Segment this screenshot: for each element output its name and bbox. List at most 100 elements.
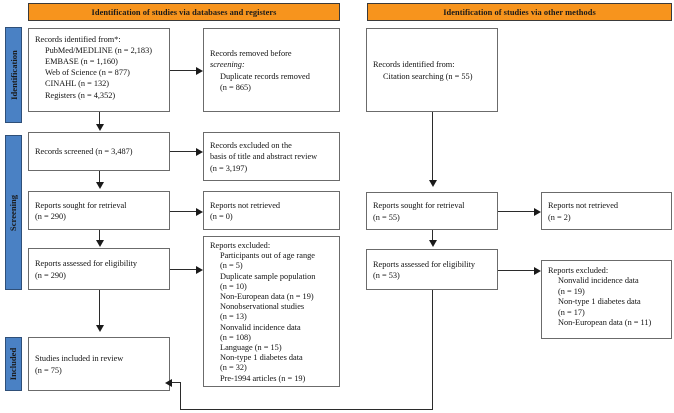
exclusion-reason-language: Language (n = 15) [220, 343, 282, 353]
box-studies-included-in-review: Studies included in review (n = 75) [28, 337, 170, 391]
right-reports-sought-line2: (n = 55) [373, 212, 400, 222]
arrowhead-identified-to-removed [196, 66, 203, 75]
stage-bar-included: Included [5, 337, 22, 391]
right-reports-not-retrieved-line2: (n = 2) [548, 212, 571, 222]
arrow-line-citation-to-sought [432, 112, 433, 180]
arrowhead-assessed-to-included [95, 325, 104, 332]
right-exclusion-reason-non-european: Non-European data (n = 11) [558, 318, 652, 328]
arrow-line-into-studies-included [172, 382, 181, 383]
arrow-line-right-sought-to-not-retrieved [498, 211, 534, 212]
arrow-line-assessed-to-excluded [170, 269, 196, 270]
stage-bar-screening: Screening [5, 135, 22, 290]
exclusion-count-nonobservational: (n = 13) [220, 312, 247, 322]
exclusion-reason-duplicate-sample: Duplicate sample population [220, 271, 316, 281]
studies-included-line1: Studies included in review [35, 354, 124, 364]
arrow-line-identified-to-screened [99, 112, 100, 125]
arrow-line-screened-to-excluded [170, 151, 196, 152]
box-right-reports-sought-retrieval: Reports sought for retrieval (n = 55) [366, 192, 498, 230]
source-cinahl: CINAHL (n = 132) [45, 79, 110, 89]
header-bar-other-methods: Identification of studies via other meth… [367, 3, 672, 21]
box-records-identified-databases: Records identified from*: PubMed/MEDLINE… [28, 28, 170, 112]
arrowhead-into-studies-included [165, 378, 172, 387]
right-exclusion-reason-nonvalid-incidence: Nonvalid incidence data [558, 276, 639, 286]
box-reports-excluded: Reports excluded: Participants out of ag… [203, 236, 340, 387]
exclusion-reason-nonobservational: Nonobservational studies [220, 302, 305, 312]
box-records-excluded: Records excluded on the basis of title a… [203, 132, 340, 181]
arrowhead-citation-to-sought [428, 180, 437, 187]
stage-bar-identification: Identification [5, 27, 22, 123]
box-right-reports-not-retrieved: Reports not retrieved (n = 2) [541, 192, 672, 230]
arrowhead-right-sought-to-assessed [428, 240, 437, 247]
arrow-line-sought-to-not-retrieved [170, 211, 196, 212]
records-excluded-line3: (n = 3,197) [210, 163, 248, 173]
right-exclusion-title: Reports excluded: [548, 266, 609, 275]
arrowhead-sought-to-not-retrieved [196, 207, 203, 216]
box-reports-assessed-eligibility: Reports assessed for eligibility (n = 29… [28, 248, 170, 290]
arrow-line-right-assessed-up-to-included [180, 382, 181, 410]
source-embase: EMBASE (n = 1,160) [45, 57, 118, 67]
exclusion-count-age-range: (n = 5) [220, 261, 243, 271]
right-reports-sought-line1: Reports sought for retrieval [373, 201, 465, 211]
box-reports-sought-retrieval: Reports sought for retrieval (n = 290) [28, 191, 170, 230]
exclusion-reason-pre1994: Pre-1994 articles (n = 19) [220, 373, 306, 383]
exclusion-count-nonvalid-incidence: (n = 108) [220, 332, 251, 342]
studies-included-line2: (n = 75) [35, 365, 62, 375]
exclusion-count-duplicate-sample: (n = 10) [220, 281, 247, 291]
exclusion-reason-nonvalid-incidence: Nonvalid incidence data [220, 322, 301, 332]
arrowhead-right-sought-to-not-retrieved [534, 207, 541, 216]
arrow-line-sought-to-assessed [99, 230, 100, 241]
records-excluded-line1: Records excluded on the [210, 141, 292, 151]
exclusion-reason-non-european: Non-European data (n = 19) [220, 292, 314, 302]
source-registers: Registers (n = 4,352) [45, 90, 116, 100]
reports-not-retrieved-line1: Reports not retrieved [210, 200, 281, 210]
box-records-removed-before-screening: Records removed before screening: Duplic… [203, 28, 340, 112]
arrow-line-right-assessed-to-excluded [498, 270, 534, 271]
header-label-right: Identification of studies via other meth… [443, 7, 596, 17]
box-records-screened: Records screened (n = 3,487) [28, 132, 170, 171]
right-reports-assessed-line2: (n = 53) [373, 271, 400, 280]
reports-excluded-title: Reports excluded: [210, 241, 271, 250]
records-screened-line1: Records screened (n = 3,487) [35, 147, 133, 157]
records-identified-title: Records identified from*: [35, 35, 121, 44]
arrowhead-screened-to-excluded [196, 147, 203, 156]
stage-label-screening: Screening [8, 194, 19, 231]
reports-assessed-line1: Reports assessed for eligibility [35, 259, 138, 269]
exclusion-count-non-type1: (n = 32) [220, 363, 247, 373]
records-removed-line2: screening: [210, 60, 245, 70]
arrowhead-screened-to-sought [95, 182, 104, 189]
right-exclusion-count-non-type1: (n = 17) [558, 307, 585, 317]
records-removed-line4: (n = 865) [220, 82, 251, 92]
reports-sought-line1: Reports sought for retrieval [35, 200, 127, 210]
exclusion-reason-age-range: Participants out of age range [220, 251, 315, 261]
arrowhead-right-assessed-to-excluded [534, 266, 541, 275]
arrow-line-identified-to-removed [170, 70, 196, 71]
box-right-reports-excluded: Reports excluded: Nonvalid incidence dat… [541, 260, 672, 339]
arrow-line-right-assessed-down [432, 290, 433, 410]
reports-sought-line2: (n = 290) [35, 212, 66, 221]
source-web-of-science: Web of Science (n = 877) [45, 68, 130, 78]
arrow-line-assessed-to-included [99, 290, 100, 326]
exclusion-reason-non-type1: Non-type 1 diabetes data [220, 353, 303, 363]
arrowhead-sought-to-assessed [95, 240, 104, 247]
box-records-identified-citation: Records identified from: Citation search… [366, 28, 498, 112]
box-reports-not-retrieved: Reports not retrieved (n = 0) [203, 191, 340, 230]
header-bar-databases-registers: Identification of studies via databases … [28, 3, 340, 21]
records-removed-line3: Duplicate records removed [220, 71, 310, 81]
stage-label-identification: Identification [8, 50, 19, 100]
arrow-line-screened-to-sought [99, 171, 100, 183]
box-right-reports-assessed-eligibility: Reports assessed for eligibility (n = 53… [366, 249, 498, 290]
arrowhead-identified-to-screened [95, 124, 104, 131]
records-excluded-line2: basis of title and abstract review [210, 152, 318, 162]
citation-identified-title: Records identified from: [373, 60, 455, 70]
stage-label-included: Included [8, 347, 19, 381]
right-reports-not-retrieved-line1: Reports not retrieved [548, 201, 619, 211]
arrow-line-right-sought-to-assessed [432, 230, 433, 241]
records-removed-line1: Records removed before [210, 49, 292, 59]
right-exclusion-reason-non-type1: Non-type 1 diabetes data [558, 297, 641, 307]
header-label-left: Identification of studies via databases … [91, 7, 277, 17]
right-exclusion-count-nonvalid-incidence: (n = 19) [558, 286, 585, 296]
arrowhead-assessed-to-excluded [196, 265, 203, 274]
right-reports-assessed-line1: Reports assessed for eligibility [373, 259, 476, 269]
reports-assessed-line2: (n = 290) [35, 270, 66, 280]
